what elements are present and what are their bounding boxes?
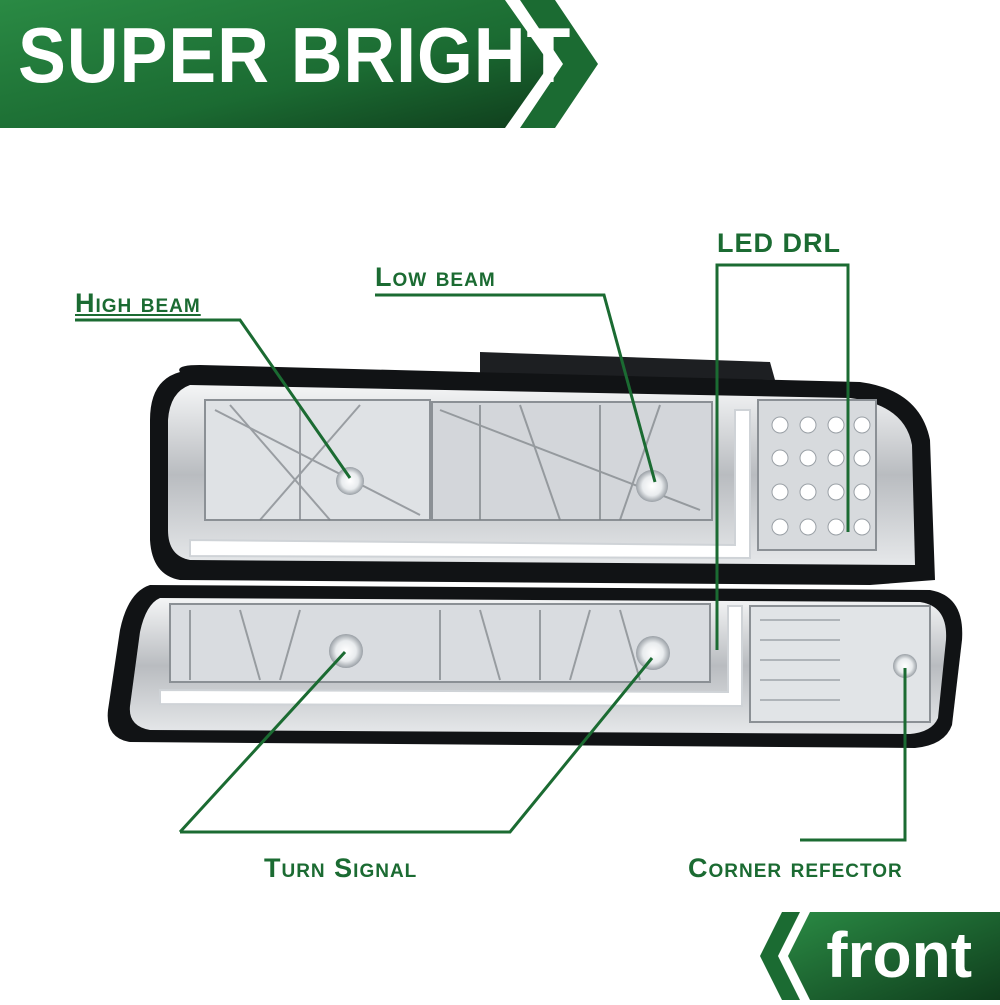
led-drl-leader xyxy=(715,263,850,650)
high-beam-label: High beam xyxy=(75,288,201,318)
corner-reflector-leader xyxy=(800,668,907,842)
corner-reflector-label: Corner refector xyxy=(688,853,903,883)
high-beam-leader xyxy=(75,318,352,479)
turn-signal-label: Turn Signal xyxy=(264,853,418,883)
drl-light-bar-lower xyxy=(159,605,743,708)
bumper-lamp-housing xyxy=(107,585,963,748)
front-tag: front xyxy=(760,912,1000,1000)
callout-lines xyxy=(75,263,907,842)
low-beam-leader xyxy=(375,293,657,483)
banner-chevron-shape xyxy=(0,0,598,128)
banner-title: SUPER BRIGHT xyxy=(18,11,572,99)
front-label: front xyxy=(826,919,972,991)
turn-signal-leader-right xyxy=(180,657,654,834)
front-tag-chevron-shape xyxy=(760,912,1000,1000)
turn-signal-bulb-right xyxy=(636,636,670,670)
turn-signal-leader-left xyxy=(178,650,347,834)
low-beam-bulb xyxy=(636,470,668,502)
super-bright-banner: SUPER BRIGHT xyxy=(0,0,600,130)
high-beam-bulb xyxy=(336,467,364,495)
low-beam-label: Low beam xyxy=(375,262,496,292)
headlamp-housing xyxy=(150,352,935,585)
drl-light-bar-upper xyxy=(189,409,751,560)
led-drl-label: LED DRL xyxy=(717,228,841,258)
corner-reflector-bulb xyxy=(893,654,917,678)
